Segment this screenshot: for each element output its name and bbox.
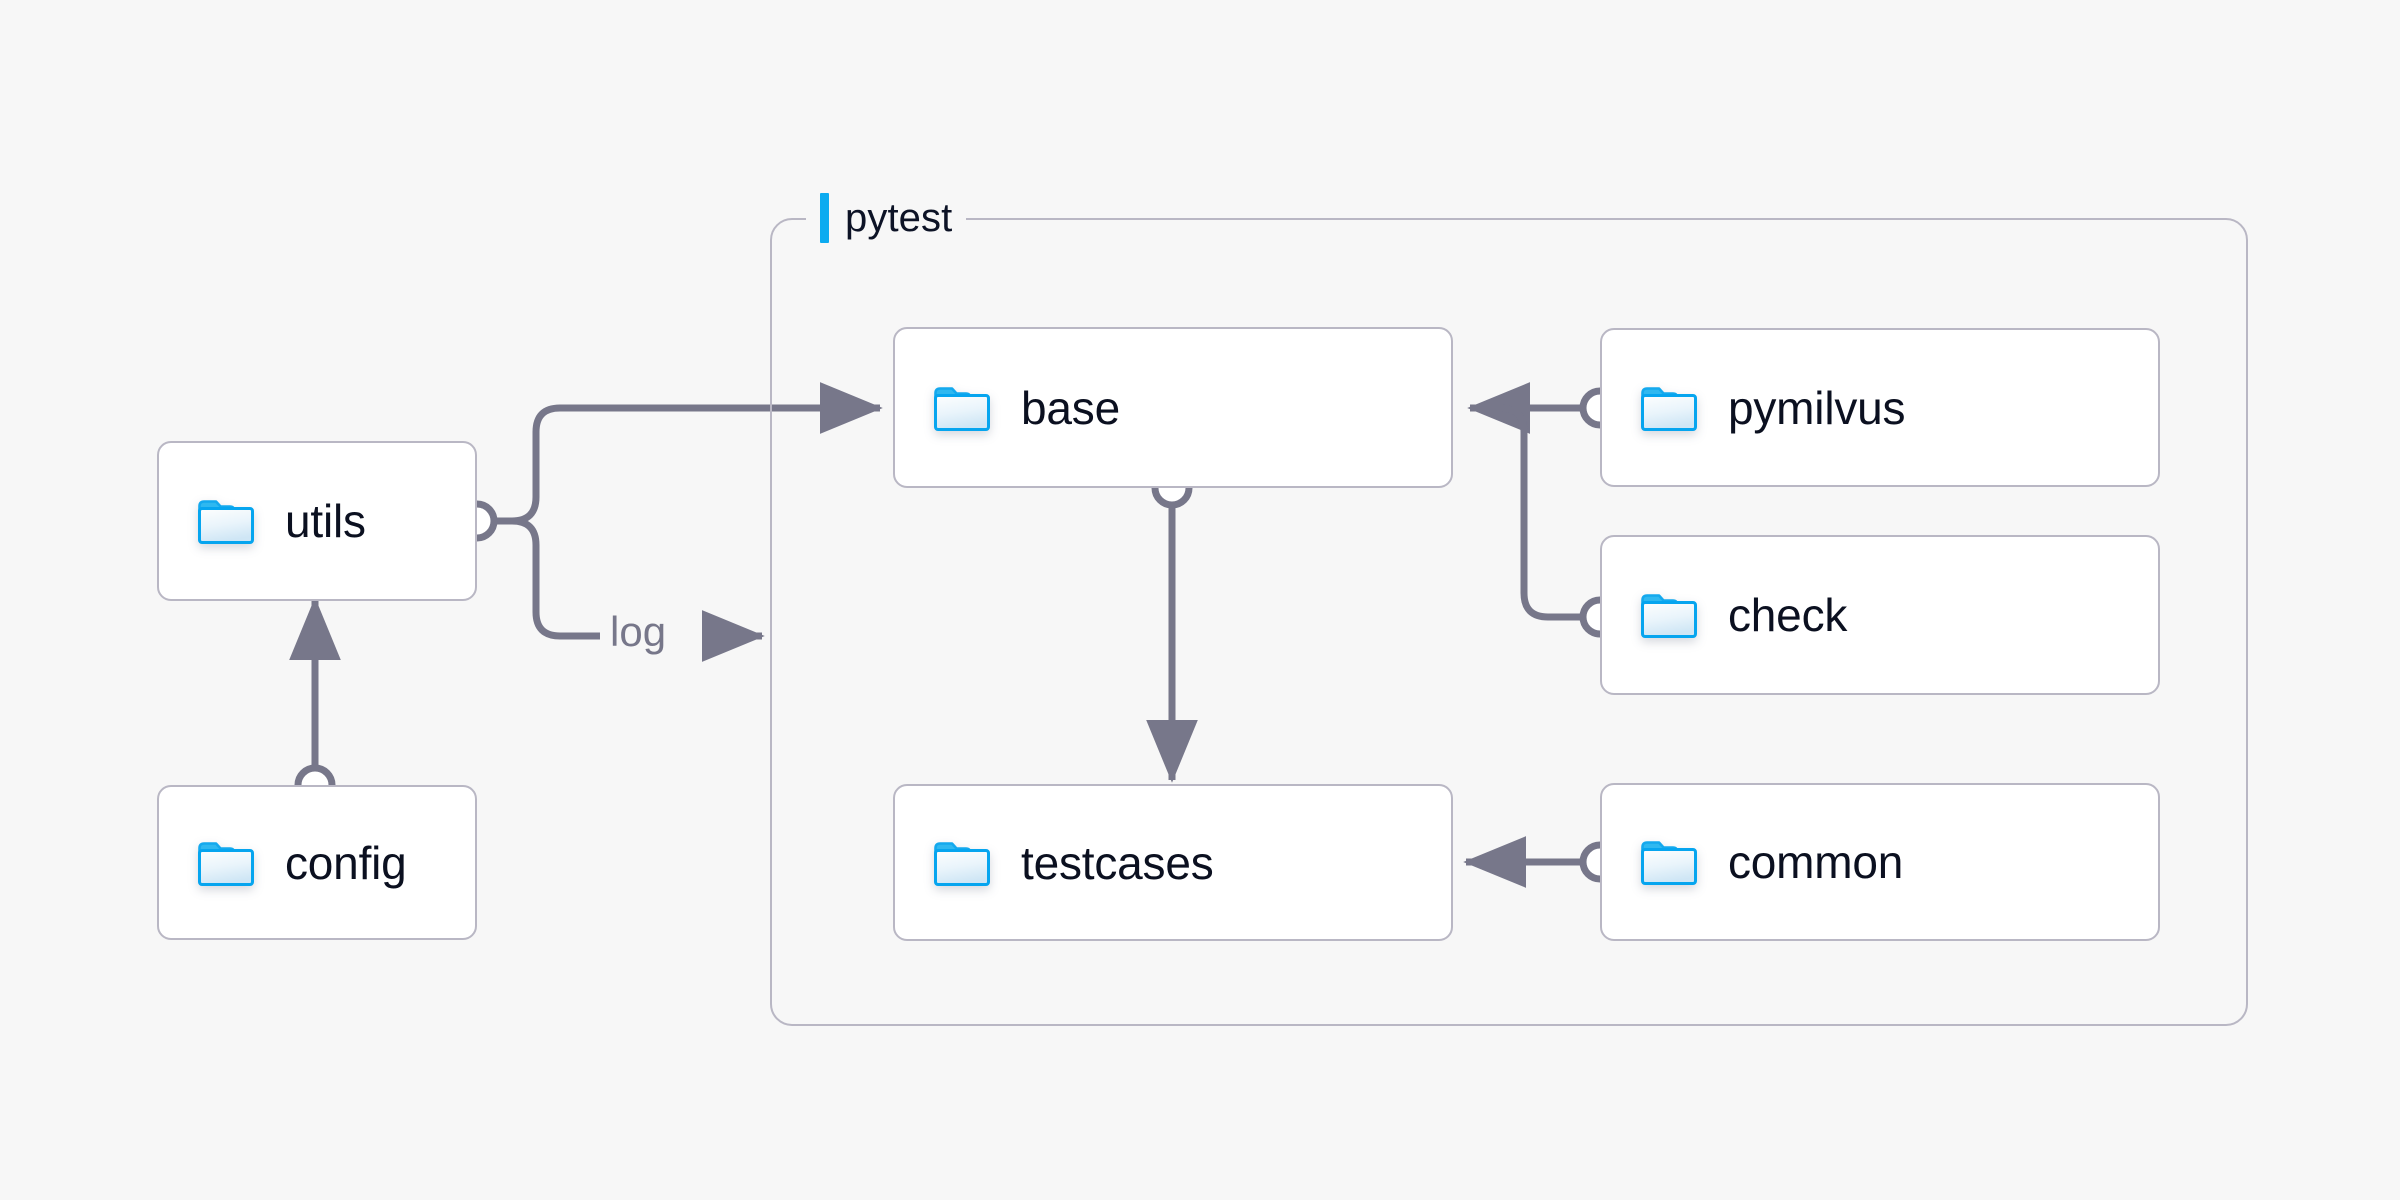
- folder-icon: [197, 497, 255, 545]
- node-pymilvus-label: pymilvus: [1728, 381, 1906, 434]
- group-pytest-label-text: pytest: [845, 196, 953, 240]
- node-utils[interactable]: utils: [157, 441, 477, 601]
- group-pytest: [770, 218, 2248, 1026]
- node-testcases-label: testcases: [1021, 836, 1214, 889]
- group-pytest-label: pytest: [806, 191, 967, 245]
- folder-icon: [1640, 838, 1698, 886]
- node-check[interactable]: check: [1600, 535, 2160, 695]
- edge-label-log: log: [604, 608, 673, 656]
- node-check-label: check: [1728, 589, 1848, 641]
- node-base-label: base: [1021, 381, 1120, 434]
- node-common[interactable]: common: [1600, 783, 2160, 941]
- node-pymilvus[interactable]: pymilvus: [1600, 328, 2160, 487]
- node-utils-label: utils: [285, 495, 366, 547]
- group-accent-bar: [820, 193, 829, 243]
- folder-icon: [933, 839, 991, 887]
- node-common-label: common: [1728, 836, 1904, 888]
- node-config-label: config: [285, 836, 407, 889]
- folder-icon: [1640, 384, 1698, 432]
- node-testcases[interactable]: testcases: [893, 784, 1453, 941]
- folder-icon: [197, 839, 255, 887]
- node-base[interactable]: base: [893, 327, 1453, 488]
- folder-icon: [933, 384, 991, 432]
- node-config[interactable]: config: [157, 785, 477, 940]
- folder-icon: [1640, 591, 1698, 639]
- edge-utils-log: [477, 517, 600, 640]
